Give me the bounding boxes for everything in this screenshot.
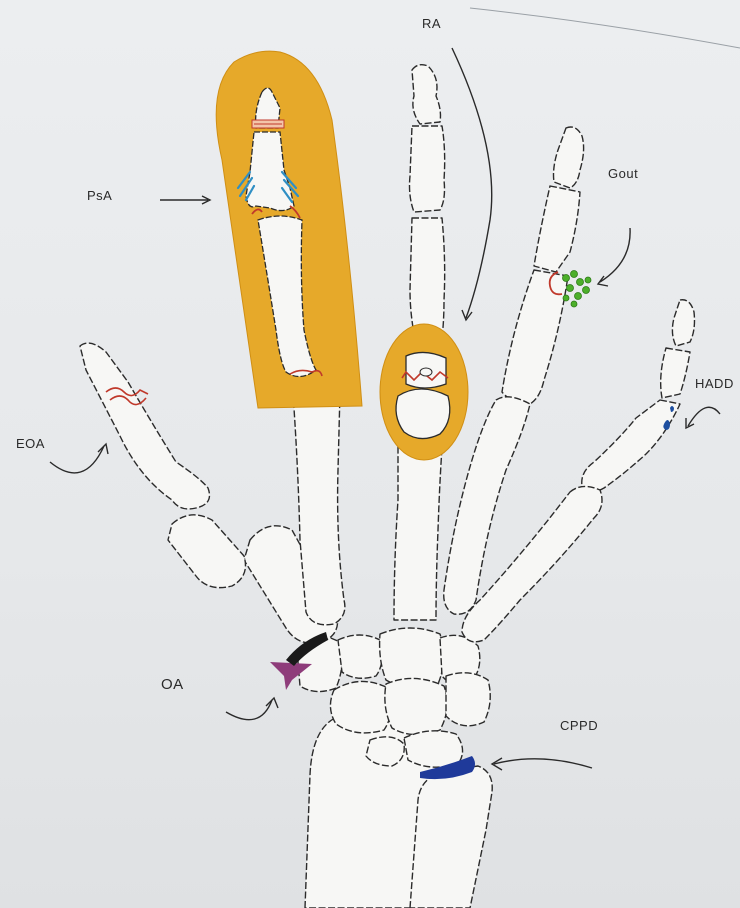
oa-arrow (226, 700, 272, 720)
label-cppd: CPPD (560, 718, 598, 733)
psa-dip-erosion (252, 120, 284, 128)
ra-metacarpal-head (396, 389, 450, 439)
eoa-arrow (50, 446, 104, 473)
label-hadd: HADD (695, 376, 734, 391)
label-ra: RA (422, 16, 441, 31)
gout-arrow (600, 228, 630, 282)
ra-arrow (452, 48, 492, 318)
page-edge (470, 8, 740, 48)
ra-erosion-cyst (420, 368, 432, 376)
label-oa: OA (161, 676, 184, 693)
label-eoa: EOA (16, 436, 45, 451)
gout-tophi (563, 271, 592, 308)
hadd-arrow (688, 407, 720, 426)
label-gout: Gout (608, 166, 638, 181)
ulna-bone (410, 766, 492, 908)
label-psa: PsA (87, 188, 112, 203)
cppd-arrow (494, 759, 592, 768)
